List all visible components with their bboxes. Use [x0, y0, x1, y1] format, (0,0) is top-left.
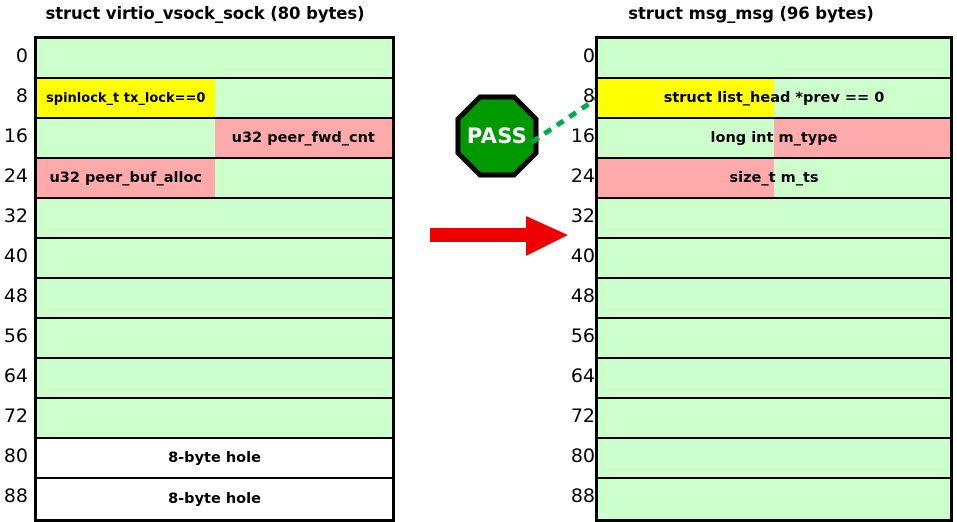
struct-row: 8-byte hole: [37, 439, 392, 479]
offset-label: 80: [570, 445, 595, 467]
offset-label: 72: [3, 405, 28, 427]
struct-row: [598, 319, 950, 359]
right-struct-title: struct msg_msg (96 bytes): [628, 4, 874, 23]
offset-label: 0: [582, 45, 595, 67]
offset-label: 16: [3, 125, 28, 147]
offset-label: 40: [570, 245, 595, 267]
left-struct-title: struct virtio_vsock_sock (80 bytes): [45, 4, 365, 23]
struct-row: [37, 399, 392, 439]
struct-row: [598, 279, 950, 319]
field-fill-pink: [598, 159, 774, 197]
field-fill-pink: [774, 119, 950, 157]
offset-label: 48: [3, 285, 28, 307]
struct-row: [37, 279, 392, 319]
struct-row: long int m_type: [598, 119, 950, 159]
struct-row: spinlock_t tx_lock==0: [37, 79, 392, 119]
struct-row: [598, 199, 950, 239]
right-offset-gutter: 0 8 16 24 32 40 48 56 64 72 80 88: [567, 36, 595, 516]
offset-label: 0: [15, 45, 28, 67]
offset-label: 24: [570, 165, 595, 187]
struct-row: [598, 359, 950, 399]
offset-label: 32: [570, 205, 595, 227]
offset-label: 56: [570, 325, 595, 347]
struct-row: [37, 319, 392, 359]
hole-label: 8-byte hole: [168, 450, 261, 466]
field-fill-pink: [37, 159, 215, 197]
left-offset-gutter: 0 8 16 24 32 40 48 56 64 72 80 88: [0, 36, 28, 516]
offset-label: 64: [570, 365, 595, 387]
struct-row: 8-byte hole: [37, 479, 392, 519]
transform-arrow: [430, 213, 570, 258]
offset-label: 80: [3, 445, 28, 467]
struct-row: size_t m_ts: [598, 159, 950, 199]
offset-label: 40: [3, 245, 28, 267]
pass-badge[interactable]: PASS: [455, 94, 539, 178]
offset-label: 64: [3, 365, 28, 387]
hole-label: 8-byte hole: [168, 491, 261, 507]
offset-label: 32: [3, 205, 28, 227]
struct-row: [598, 439, 950, 479]
offset-label: 48: [570, 285, 595, 307]
struct-row: struct list_head *prev == 0: [598, 79, 950, 119]
field-fill-pink: [214, 119, 392, 157]
offset-label: 8: [15, 85, 28, 107]
right-arrow-icon: [430, 216, 568, 256]
struct-row: [37, 359, 392, 399]
offset-label: 16: [570, 125, 595, 147]
struct-row: u32 peer_fwd_cnt: [37, 119, 392, 159]
offset-label: 72: [570, 405, 595, 427]
field-fill-yellow: [37, 79, 215, 117]
offset-label: 88: [3, 485, 28, 507]
offset-label: 56: [3, 325, 28, 347]
octagon-icon: [455, 94, 539, 178]
offset-label: 8: [582, 85, 595, 107]
struct-row: u32 peer_buf_alloc: [37, 159, 392, 199]
struct-row: [37, 39, 392, 79]
field-fill-yellow: [598, 79, 774, 117]
struct-row: [598, 399, 950, 439]
struct-row: [598, 479, 950, 519]
offset-label: 88: [570, 485, 595, 507]
struct-row: [598, 239, 950, 279]
struct-row: [598, 39, 950, 79]
struct-row: [37, 239, 392, 279]
offset-label: 24: [3, 165, 28, 187]
struct-row: [37, 199, 392, 239]
